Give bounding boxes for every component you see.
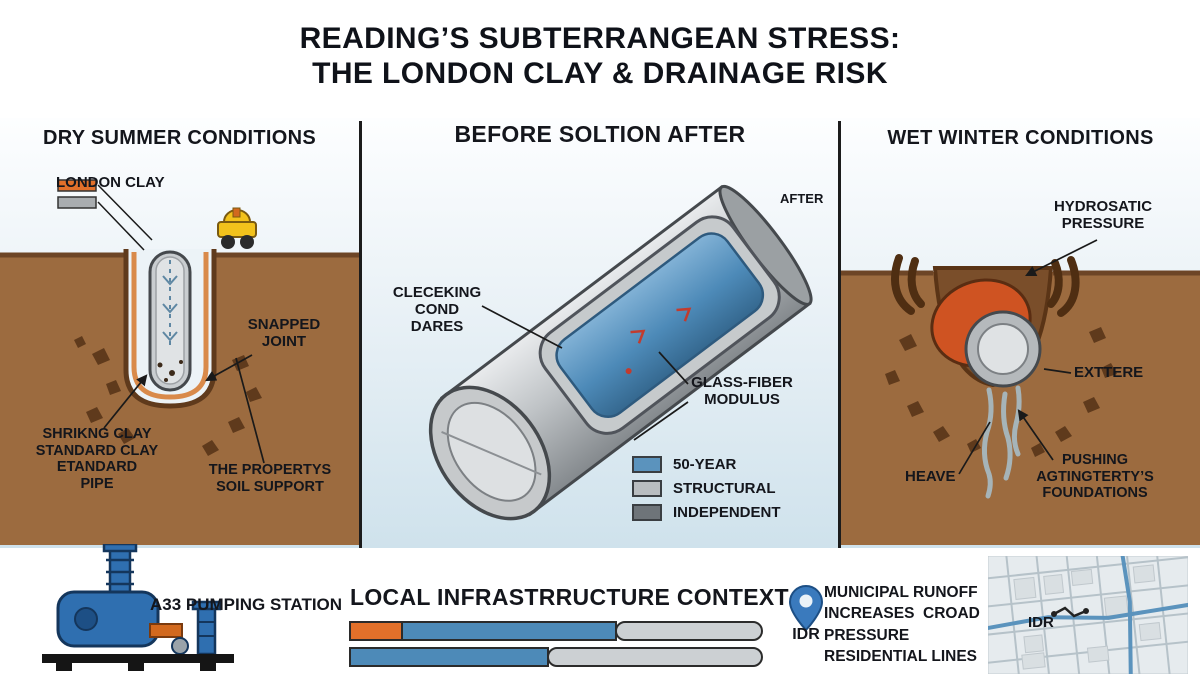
dry-conditions-illustration <box>0 179 359 545</box>
london-clay-label: LONDON CLAY <box>56 174 165 191</box>
map-thumbnail <box>988 556 1188 674</box>
cracking-label: CLECEKING COND DARES <box>392 284 482 336</box>
leader-lines <box>958 239 1098 475</box>
legend-swatch <box>632 504 662 521</box>
infrastructure-heading: LOCAL INFRASTRRUCTURE CONTEXT <box>350 584 789 610</box>
legend-item: INDEPENDENT <box>632 504 781 521</box>
legend-item: STRUCTURAL <box>632 480 781 497</box>
london-clay-key <box>57 179 153 251</box>
pipe-solution-illustration <box>428 184 813 521</box>
legend-item: 50-YEAR <box>632 456 781 473</box>
legend-label: 50-YEAR <box>673 456 737 473</box>
clay-particles <box>157 360 183 382</box>
wet-panel-heading: WET WINTER CONDITIONS <box>887 127 1154 149</box>
shrinking-clay-label: SHRIKNG CLAY STANDARD CLAY ETANDARD PIPE <box>35 426 159 492</box>
pin-idr-label: IDR <box>792 626 820 643</box>
pumping-station-label: A33 PUMPING STATION <box>150 595 343 614</box>
leader-lines <box>481 305 689 441</box>
leader-lines <box>103 354 265 464</box>
wet-conditions-illustration <box>841 239 1200 545</box>
pumping-station-icon <box>42 544 234 671</box>
clay-pipe <box>148 250 192 392</box>
exttere-label: EXTTERE <box>1074 364 1144 381</box>
digger-icon <box>217 207 257 249</box>
legend-label: INDEPENDENT <box>673 504 781 521</box>
map-idr-label: IDR <box>1028 614 1054 631</box>
shrinkage-arrows <box>162 260 178 348</box>
soil-support-label: THE PROPERTYS SOIL SUPPORT <box>208 462 332 495</box>
hydrostatic-label: HYDROSATIC PRESSURE <box>1053 198 1153 233</box>
pipe-legend: 50-YEAR STRUCTURAL INDEPENDENT <box>632 456 781 528</box>
municipal-runoff-label: MUNICIPAL RUNOFF INCREASES CROAD PRESSUR… <box>824 584 980 666</box>
infographic-title-line1: READING’S SUBTERRANGEAN STRESS: <box>299 22 901 55</box>
infographic-title-line2: THE LONDON CLAY & DRAINAGE RISK <box>312 57 888 90</box>
soil-clumps <box>885 327 1117 457</box>
panel-divider-left <box>359 121 362 548</box>
legend-swatch <box>632 456 662 473</box>
pushing-foundations-label: PUSHING AGTINGTERTY’S FOUNDATIONS <box>1036 452 1154 502</box>
after-label: AFTER <box>780 191 824 206</box>
solution-panel-heading: BEFORE SOLTION AFTER <box>454 121 746 147</box>
legend-label: STRUCTURAL <box>673 480 776 497</box>
burst-pipe <box>930 278 1042 388</box>
legend-swatch <box>632 480 662 497</box>
panel-divider-right <box>838 121 841 548</box>
map-pin-icon <box>788 584 824 632</box>
relined-pipe <box>428 184 813 521</box>
soil-clumps <box>74 336 262 456</box>
roots <box>891 254 1080 317</box>
water-leak <box>981 385 1022 499</box>
heave-label: HEAVE <box>905 468 956 485</box>
dry-panel-heading: DRY SUMMER CONDITIONS <box>43 127 316 149</box>
infrastructure-bars <box>349 621 763 667</box>
glass-fiber-label: GLASS-FIBER MODULUS <box>691 374 793 409</box>
snapped-joint-label: SNAPPED JOINT <box>247 316 321 351</box>
